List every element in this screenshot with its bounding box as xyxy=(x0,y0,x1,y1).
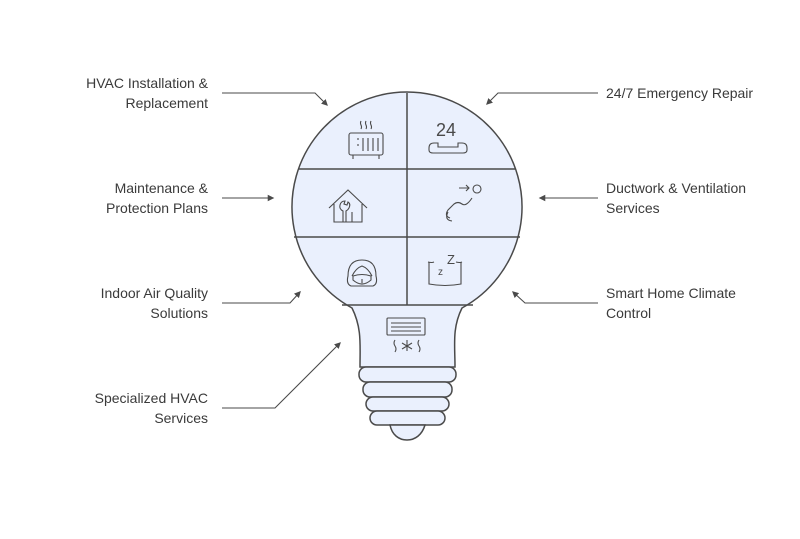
phone-24-icon: 24 xyxy=(428,120,468,154)
screw-thread xyxy=(362,381,453,398)
house-wrench-icon xyxy=(328,189,368,223)
svg-text:24: 24 xyxy=(436,120,456,140)
label-line: HVAC Installation & xyxy=(86,75,208,91)
arrow-specialized xyxy=(222,342,341,409)
label-smart-home: Smart Home Climate Control xyxy=(606,283,736,323)
label-line: Services xyxy=(154,410,208,426)
svg-text:Z: Z xyxy=(447,252,455,267)
label-emergency: 24/7 Emergency Repair xyxy=(606,83,753,103)
label-line: Specialized HVAC xyxy=(94,390,208,406)
label-hvac-installation: HVAC Installation & Replacement xyxy=(86,73,208,113)
label-line: Replacement xyxy=(125,95,209,111)
bulb-tip xyxy=(389,424,427,441)
arrow-hvac-install xyxy=(222,92,328,106)
bulb-dividers xyxy=(294,93,520,306)
arrow-air-quality xyxy=(222,291,301,304)
label-maintenance: Maintenance & Protection Plans xyxy=(106,178,208,218)
label-ductwork: Ductwork & Ventilation Services xyxy=(606,178,746,218)
label-line: Protection Plans xyxy=(106,200,208,216)
air-conditioner-icon xyxy=(386,317,426,353)
label-line: Ductwork & Ventilation xyxy=(606,180,747,196)
airflow-icon xyxy=(445,184,482,222)
label-line: Solutions xyxy=(150,305,208,321)
label-line: Control xyxy=(606,305,652,321)
label-air-quality: Indoor Air Quality Solutions xyxy=(101,283,208,323)
pillow-sleep-icon: z Z xyxy=(427,252,463,287)
label-specialized: Specialized HVAC Services xyxy=(95,388,208,428)
label-line: Indoor Air Quality xyxy=(100,285,208,301)
label-line: Maintenance & xyxy=(114,180,208,196)
screw-thread xyxy=(358,366,457,383)
label-line: 24/7 Emergency Repair xyxy=(606,85,754,101)
label-line: Smart Home Climate xyxy=(606,285,736,301)
radiator-heater-icon xyxy=(348,120,384,159)
svg-text:z: z xyxy=(438,267,443,278)
arrow-emergency xyxy=(486,92,598,105)
person-mask-icon xyxy=(346,259,378,287)
screw-thread xyxy=(369,410,446,426)
screw-thread xyxy=(365,396,450,412)
arrow-smart-home xyxy=(512,291,598,304)
label-line: Services xyxy=(606,200,660,216)
connector-arrows xyxy=(222,92,598,409)
